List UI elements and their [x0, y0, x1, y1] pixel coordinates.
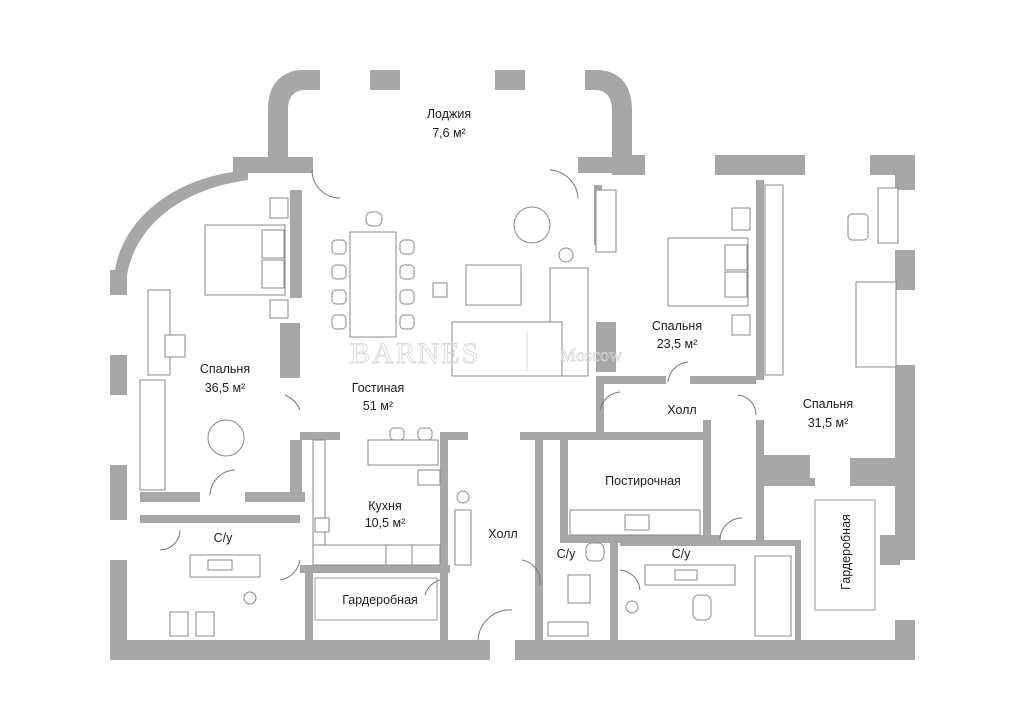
kitchen-area: 10,5 м²: [365, 516, 406, 530]
furniture: [139, 184, 899, 637]
wardrobe-right-name: Гардеробная: [839, 514, 853, 590]
bedroom-right-area: 31,5 м²: [808, 416, 849, 430]
loggia-name: Лоджия: [427, 107, 471, 121]
room-labels: Лоджия 7,6 м² Спальня 36,5 м² Гостиная 5…: [200, 107, 853, 607]
bath-left-name: С/у: [214, 531, 234, 545]
bath-right-name: С/у: [672, 547, 692, 561]
doors: [159, 169, 757, 641]
hall-top-name: Холл: [667, 403, 696, 417]
bedroom-right-name: Спальня: [803, 397, 853, 411]
bath-small-name: С/у: [557, 547, 577, 561]
bedroom-left-area: 36,5 м²: [205, 381, 246, 395]
kitchen-name: Кухня: [368, 499, 401, 513]
bedroom-left-name: Спальня: [200, 362, 250, 376]
laundry-name: Постирочная: [605, 474, 681, 488]
bedroom-mid-name: Спальня: [652, 319, 702, 333]
hall-main-name: Холл: [488, 527, 517, 541]
watermark-brand: BARNES: [350, 337, 480, 370]
bedroom-mid-area: 23,5 м²: [657, 337, 698, 351]
windows: [110, 155, 915, 620]
watermark: BARNES Moscow: [350, 332, 622, 372]
interior-walls: [140, 180, 900, 645]
living-area: 51 м²: [363, 399, 393, 413]
living-name: Гостиная: [352, 381, 404, 395]
loggia-area: 7,6 м²: [432, 126, 466, 140]
watermark-city: Moscow: [560, 345, 622, 365]
wardrobe-left-name: Гардеробная: [342, 593, 418, 607]
